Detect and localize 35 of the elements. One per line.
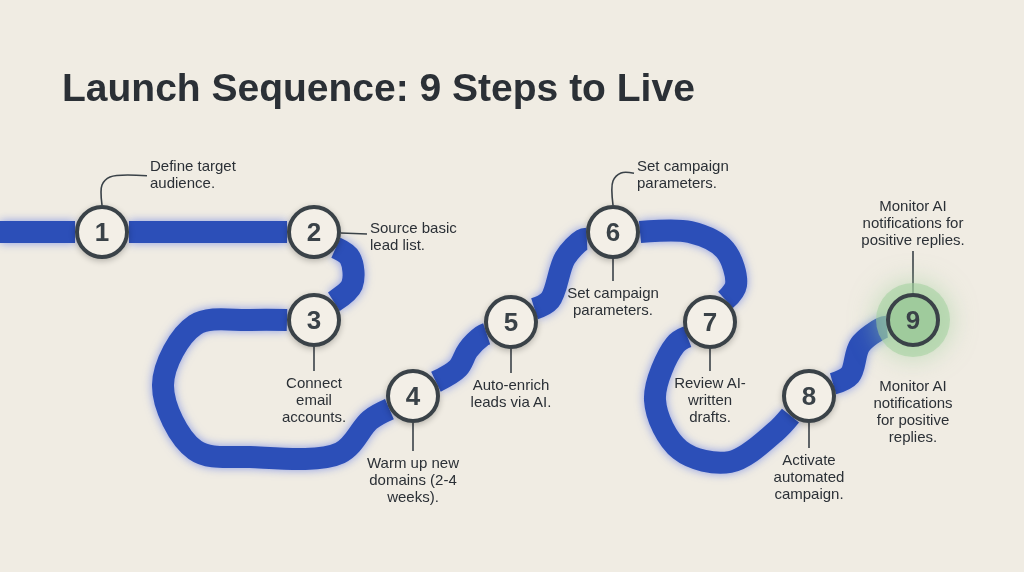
leader-line [340,232,368,235]
road-path [152,308,395,471]
leader-line [100,174,148,206]
step-circle: 3 [287,293,341,347]
step-circle: 2 [287,205,341,259]
leader-line [808,422,810,449]
leader-line [709,348,711,372]
step-description: Set campaign parameters. [637,157,747,191]
title: Launch Sequence: 9 Steps to Live [62,66,695,110]
step-description: Set campaign parameters. [558,284,668,318]
step-description: Connect email accounts. [270,374,358,425]
step-description: Warm up new domains (2-4 weeks). [362,454,464,505]
leader-line [612,258,614,282]
step-description: Review AI-written drafts. [668,374,752,425]
step-circle: 6 [586,205,640,259]
leader-line [412,422,414,452]
leader-line [313,346,315,372]
step-description: Source basic lead list. [370,219,470,253]
step-circle: 1 [75,205,129,259]
leader-line [912,250,914,294]
highlighted-step-circle: 9 [886,293,940,347]
road-path [129,221,287,243]
step-description: Activate automated campaign. [758,451,860,502]
step-description: Monitor AI notifications for positive replies. [872,377,954,445]
step-circle: 8 [782,369,836,423]
step-description: Define target audience. [150,157,250,191]
step-description: Auto-enrich leads via AI. [462,376,560,410]
step-circle: 4 [386,369,440,423]
step-circle: 5 [484,295,538,349]
step-description: Monitor AI notifications for positive replies. [848,197,978,248]
step-circle: 7 [683,295,737,349]
leader-line [510,348,512,374]
leader-line [611,171,635,206]
road-path [431,323,493,392]
road-path [0,221,75,243]
